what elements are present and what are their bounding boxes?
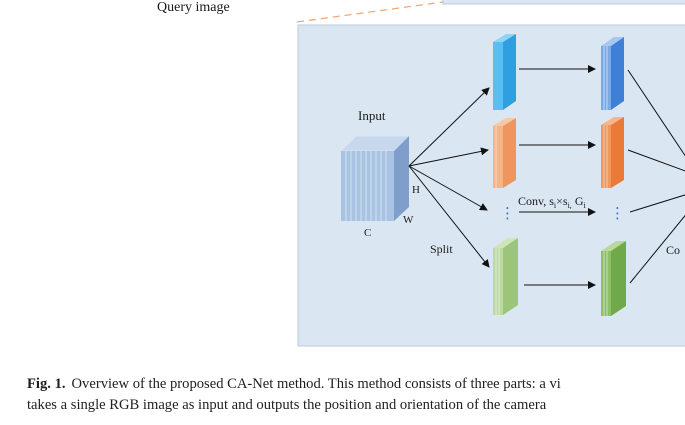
concat-label-cut: Co [666,243,680,257]
dim-c-label: C [364,227,371,239]
merge-line-4 [629,214,685,284]
figure-diagram: Query image Input H W C Split [157,0,685,347]
dim-w-label: W [403,214,414,226]
caption-line-2: takes a single RGB image as input and ou… [27,397,547,413]
split-label: Split [430,242,453,256]
ellipsis-right: ⋮ [610,204,625,222]
figure-caption: Fig. 1. Overview of the proposed CA-Net m… [27,374,685,416]
branch-orange-input [493,118,516,188]
merge-line-1 [627,69,685,157]
branch-orange-output [601,117,624,188]
branch-blue-output [601,37,624,110]
caption-label: Fig. 1. [27,376,66,392]
dim-h-label: H [412,184,420,196]
input-feature-block [339,135,411,221]
dashed-connector [296,1,444,23]
conv-label: Conv, si×si, Gi [518,194,586,210]
caption-text-1: Overview of the proposed CA-Net method. … [71,376,561,392]
merge-line-3 [629,194,685,213]
split-arrow-3 [408,165,488,211]
input-label: Input [358,108,386,123]
split-arrow-4 [408,165,490,268]
branch-green-input [493,238,518,315]
top-panel-strip [442,0,685,5]
merge-line-2 [627,149,685,172]
split-arrow-1 [408,87,490,167]
branch-green-output [601,241,626,316]
branch-blue-input [493,34,516,110]
ellipsis-left: ⋮ [500,204,515,222]
caption-line-1: Fig. 1. Overview of the proposed CA-Net m… [27,374,685,395]
query-image-label: Query image [157,0,230,15]
split-arrow-2 [408,147,489,167]
